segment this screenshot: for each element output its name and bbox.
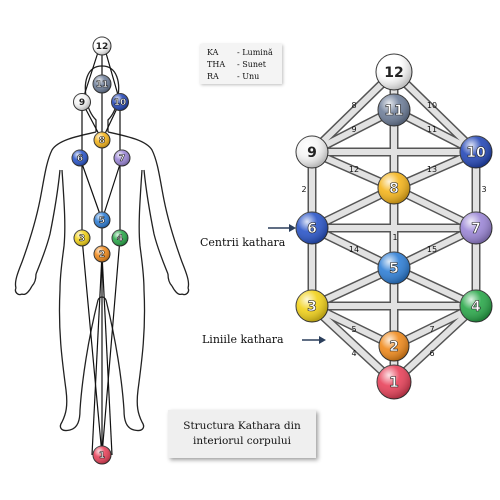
caption-line-2: interiorul corpului	[193, 435, 291, 447]
tree-center-number: 12	[384, 65, 403, 81]
tree-center-11: 11	[377, 93, 411, 127]
body-center-number: 3	[79, 234, 85, 244]
lines-arrow	[302, 336, 326, 344]
tree-center-number: 8	[389, 181, 399, 197]
body-center-7: 7	[113, 149, 131, 167]
caption-line-1: Structura Kathara din	[183, 420, 301, 432]
legend-key: THA	[207, 60, 226, 69]
tree-center-12: 12	[375, 53, 413, 91]
tree-center-8: 8	[377, 171, 411, 205]
line-number-10: 10	[427, 101, 437, 110]
body-center-9: 9	[73, 93, 91, 111]
tree-center-7: 7	[459, 211, 493, 245]
line-number-15: 15	[427, 245, 437, 254]
tree-center-1: 1	[376, 364, 412, 400]
body-center-number: 12	[96, 42, 109, 52]
line-number-9: 9	[351, 125, 356, 134]
body-center-number: 6	[77, 154, 83, 164]
legend-row-ka: KA - Lumină	[207, 47, 282, 59]
legend-value: - Unu	[237, 72, 260, 81]
body-center-2: 2	[93, 245, 111, 263]
body-center-number: 10	[114, 98, 127, 108]
line-number-8: 8	[351, 101, 356, 110]
body-center-12: 12	[92, 36, 112, 56]
tree-center-number: 3	[307, 299, 317, 315]
tree-center-number: 2	[389, 339, 399, 355]
body-center-10: 10	[111, 93, 129, 111]
body-center-1: 1	[92, 445, 112, 465]
tree-center-number: 7	[471, 221, 481, 237]
line-number-14: 14	[349, 245, 359, 254]
line-number-2: 2	[301, 185, 306, 194]
centers-label: Centrii kathara	[200, 236, 286, 249]
tree-center-9: 9	[295, 135, 329, 169]
body-center-11: 11	[92, 74, 112, 94]
tree-center-6: 6	[295, 211, 329, 245]
body-center-number: 2	[99, 250, 105, 260]
body-outline	[14, 65, 190, 432]
line-number-7: 7	[429, 325, 434, 334]
line-number-13: 13	[427, 165, 437, 174]
body-center-8: 8	[93, 131, 111, 149]
tree-center-10: 10	[459, 135, 493, 169]
tree-center-number: 10	[466, 145, 486, 161]
centers-arrow	[268, 224, 296, 232]
line-number-6: 6	[429, 349, 434, 358]
legend-value: - Sunet	[237, 60, 266, 69]
tree-center-number: 6	[307, 221, 317, 237]
legend-row-ra: RA - Unu	[207, 71, 282, 83]
tree-center-number: 5	[389, 261, 399, 277]
line-number-12: 12	[349, 165, 359, 174]
tree-center-number: 11	[384, 103, 403, 119]
lines-label: Liniile kathara	[202, 333, 284, 346]
body-center-number: 4	[117, 234, 123, 244]
body-center-number: 5	[99, 216, 105, 226]
legend-key: KA	[207, 48, 219, 57]
body-center-number: 11	[96, 80, 109, 90]
tree-center-5: 5	[377, 251, 411, 285]
body-center-number: 7	[119, 154, 125, 164]
tree-center-4: 4	[459, 289, 493, 323]
line-number-11: 11	[427, 125, 437, 134]
legend-value: - Lumină	[237, 48, 273, 57]
tree-center-3: 3	[295, 289, 329, 323]
tree-center-2: 2	[378, 330, 410, 362]
body-center-number: 9	[79, 98, 85, 108]
line-number-5: 5	[351, 325, 356, 334]
legend-key: RA	[207, 72, 219, 81]
body-center-3: 3	[73, 229, 91, 247]
tree-center-number: 9	[307, 145, 317, 161]
caption: Structura Kathara din interiorul corpulu…	[168, 410, 316, 458]
line-number-3: 3	[481, 185, 486, 194]
legend: KA - Lumină THA - Sunet RA - Unu	[200, 44, 282, 84]
tree-center-number: 4	[471, 299, 481, 315]
body-center-number: 1	[99, 451, 105, 461]
line-number-1: 1	[392, 233, 397, 242]
body-center-6: 6	[71, 149, 89, 167]
legend-row-tha: THA - Sunet	[207, 59, 282, 71]
body-center-4: 4	[111, 229, 129, 247]
body-center-number: 8	[99, 136, 105, 146]
line-number-4: 4	[351, 349, 356, 358]
tree-center-number: 1	[389, 375, 399, 391]
body-center-5: 5	[93, 211, 111, 229]
